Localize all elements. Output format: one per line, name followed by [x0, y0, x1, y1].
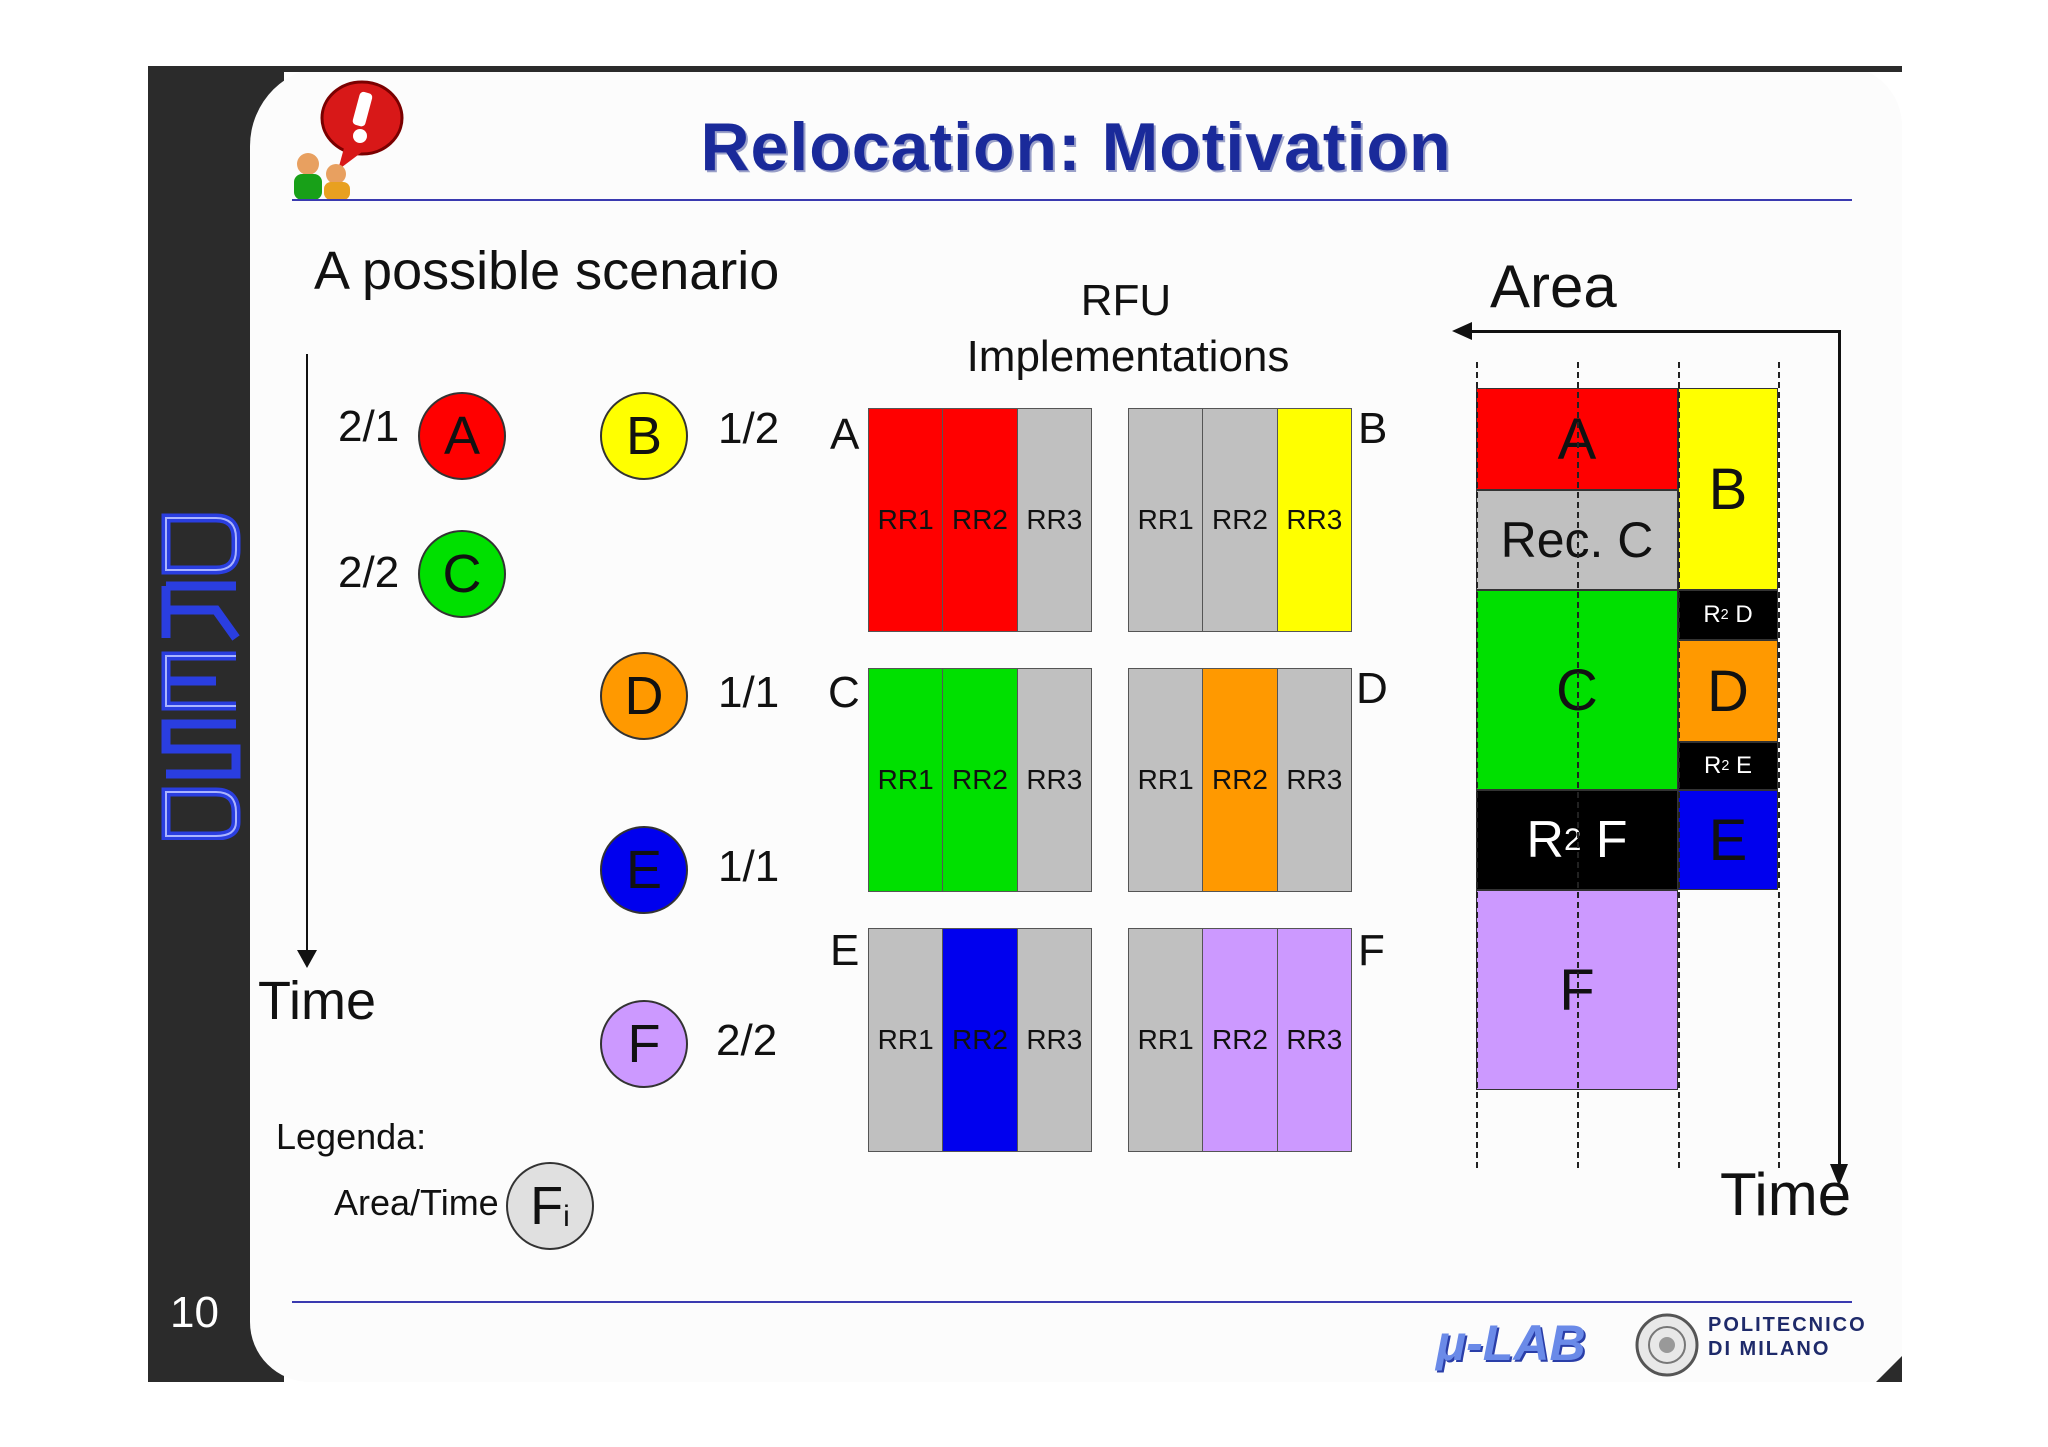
- task-circle-d: D: [600, 652, 688, 740]
- rr-column: RR3: [1277, 929, 1351, 1151]
- rfu-label-c: C: [828, 668, 860, 717]
- rr-column: RR1: [869, 409, 944, 631]
- rr-column: RR2: [1203, 929, 1278, 1151]
- rr-column: RR1: [1129, 669, 1204, 891]
- rr-column: RR3: [1017, 929, 1091, 1151]
- rfu-label-e: E: [830, 926, 860, 975]
- area-axis-arrow: [1452, 322, 1472, 340]
- rr-column: RR2: [1203, 669, 1278, 891]
- r2f-base: R: [1526, 811, 1564, 869]
- slide-title: Relocation: Motivation: [700, 109, 1452, 185]
- rr-column: RR1: [1129, 929, 1204, 1151]
- area-label: Area: [1490, 253, 1617, 320]
- task-circle-a: A: [418, 392, 506, 480]
- rr-column: RR1: [1129, 409, 1204, 631]
- legend-symbol: F: [530, 1176, 564, 1236]
- task-circle-b: B: [600, 392, 688, 480]
- corner-decoration: [1876, 1356, 1902, 1382]
- guide-line-4: [1778, 362, 1780, 1168]
- rfu-title-line1: RFU: [1080, 276, 1172, 325]
- alert-people-icon: [294, 80, 404, 200]
- r2d-sup: 2: [1720, 607, 1729, 623]
- rr-column: RR1: [869, 669, 944, 891]
- schedule-block-e: E: [1678, 790, 1778, 890]
- schedule-time-axis-arrow: [1830, 1164, 1848, 1186]
- rr-column: RR3: [1017, 409, 1091, 631]
- task-circle-f: F: [600, 1000, 688, 1088]
- time-axis-arrow: [297, 950, 317, 968]
- polimi-line1: POLITECNICO: [1708, 1314, 1867, 1336]
- r2e-sup: 2: [1721, 758, 1730, 774]
- task-circle-c: C: [418, 530, 506, 618]
- top-border: [250, 66, 1902, 72]
- polimi-seal-icon: [1635, 1313, 1699, 1377]
- rfu-label-b: B: [1358, 404, 1388, 453]
- page-number: 10: [170, 1288, 219, 1337]
- rr-column: RR3: [1277, 409, 1351, 631]
- task-ratio-f: 2/2: [716, 1016, 778, 1065]
- guide-line-1: [1476, 362, 1478, 1168]
- legend-caption: Area/Time: [334, 1182, 499, 1223]
- rr-column: RR2: [1203, 409, 1278, 631]
- dresd-logo: [161, 513, 241, 840]
- rr-column: RR1: [869, 929, 944, 1151]
- rfu-label-a: A: [830, 410, 860, 459]
- task-ratio-e: 1/1: [718, 842, 780, 891]
- task-ratio-b: 1/2: [718, 404, 780, 453]
- rr-column: RR2: [943, 669, 1018, 891]
- legend-subscript: i: [563, 1200, 570, 1233]
- title-underline: [292, 199, 1852, 201]
- guide-line-3: [1678, 362, 1680, 1168]
- legend-label: Legenda:: [276, 1116, 427, 1157]
- guide-line-2: [1577, 362, 1579, 1168]
- scenario-heading: A possible scenario: [314, 241, 780, 301]
- rfu-label-d: D: [1356, 664, 1388, 713]
- r2f-letter: F: [1595, 811, 1628, 869]
- footer-line: [292, 1301, 1852, 1303]
- polimi-line2: DI MILANO: [1708, 1338, 1831, 1360]
- rfu-label-f: F: [1358, 926, 1385, 975]
- schedule-block-d: D: [1678, 640, 1778, 742]
- time-axis-line: [306, 354, 308, 954]
- task-circle-e: E: [600, 826, 688, 914]
- time-label: Time: [258, 971, 376, 1031]
- schedule-time-label: Time: [1720, 1161, 1852, 1228]
- r2d-base: R: [1703, 601, 1721, 628]
- rr-column: RR3: [1017, 669, 1091, 891]
- task-ratio-d: 1/1: [718, 668, 780, 717]
- rr-column: RR2: [943, 409, 1018, 631]
- task-ratio-a: 2/1: [338, 402, 400, 451]
- rr-column: RR2: [943, 929, 1018, 1151]
- task-ratio-c: 2/2: [338, 548, 400, 597]
- r2e-base: R: [1703, 752, 1722, 779]
- schedule-block-b: B: [1678, 388, 1778, 590]
- rr-column: RR3: [1277, 669, 1351, 891]
- schedule-time-axis-line: [1838, 330, 1841, 1170]
- rfu-title-line2: Implementations: [966, 332, 1290, 381]
- mu-lab-logo: μ-LAB: [1436, 1315, 1586, 1371]
- r2e-letter: E: [1736, 752, 1753, 779]
- r2d-letter: D: [1735, 601, 1753, 628]
- area-axis-line: [1470, 330, 1840, 333]
